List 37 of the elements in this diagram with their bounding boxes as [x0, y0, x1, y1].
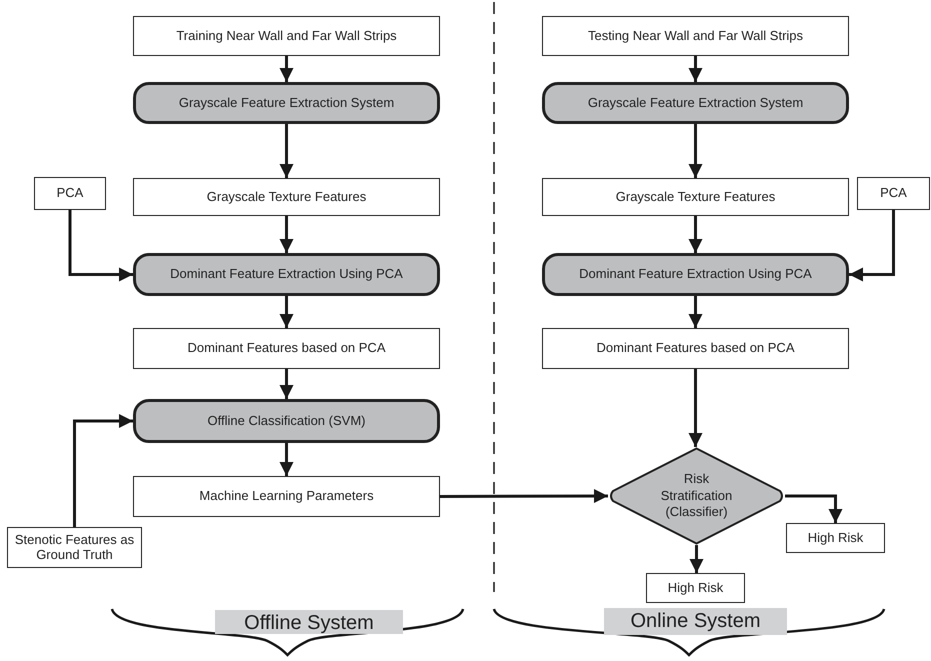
process-box: Grayscale Feature Extraction System — [133, 82, 440, 124]
arrow — [688, 296, 702, 328]
arrow — [280, 443, 294, 476]
process-box: Machine Learning Parameters — [133, 476, 440, 517]
arrow — [280, 369, 294, 399]
process-box: Training Near Wall and Far Wall Strips — [133, 16, 440, 56]
process-box: Dominant Feature Extraction Using PCA — [542, 253, 849, 296]
arrow — [280, 296, 294, 328]
process-box: High Risk — [646, 573, 745, 603]
arrow — [280, 216, 294, 253]
arrow — [785, 494, 842, 523]
process-box: Dominant Features based on PCA — [542, 328, 849, 369]
process-box: Offline Classification (SVM) — [133, 399, 440, 443]
process-box: PCA — [857, 177, 930, 210]
arrow — [68, 210, 133, 282]
section-label: Offline System — [215, 610, 403, 634]
arrow — [688, 124, 702, 178]
process-box: Grayscale Feature Extraction System — [542, 82, 849, 124]
section-label: Online System — [604, 608, 787, 635]
process-box: Grayscale Texture Features — [542, 178, 849, 216]
arrow — [688, 56, 702, 82]
arrow — [688, 369, 702, 447]
process-box: Dominant Features based on PCA — [133, 328, 440, 369]
arrow — [280, 124, 294, 178]
arrow — [73, 414, 133, 527]
process-box: Dominant Feature Extraction Using PCA — [133, 253, 440, 296]
arrow — [440, 489, 608, 504]
process-box: Testing Near Wall and Far Wall Strips — [542, 16, 849, 56]
arrow — [280, 56, 294, 82]
process-box: Grayscale Texture Features — [133, 178, 440, 216]
process-box: Stenotic Features as Ground Truth — [7, 527, 142, 568]
arrow — [688, 216, 702, 253]
arrow — [690, 545, 704, 573]
arrow — [849, 210, 895, 282]
process-box: High Risk — [786, 523, 885, 553]
process-box: PCA — [34, 177, 106, 210]
decision-diamond: Risk Stratification (Classifier) — [608, 447, 785, 545]
